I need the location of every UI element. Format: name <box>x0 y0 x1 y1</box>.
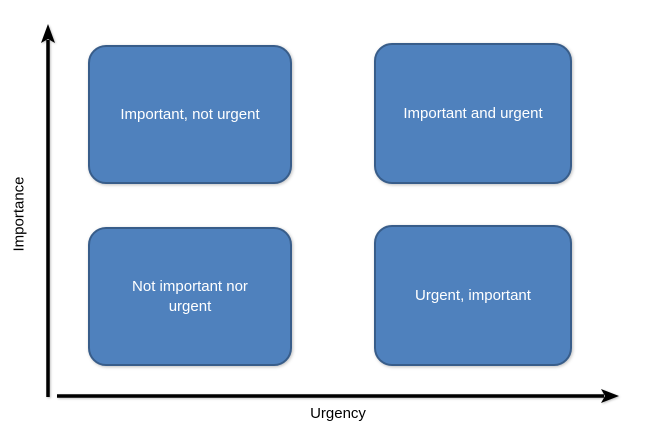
quadrant-label: Not important nor urgent <box>132 278 248 315</box>
quadrant-not-important-nor-urgent: Not important nor urgent <box>88 227 292 366</box>
x-axis-label: Urgency <box>310 405 366 422</box>
quadrant-important-and-urgent: Important and urgent <box>374 43 572 184</box>
quadrant-important-not-urgent: Important, not urgent <box>88 45 292 184</box>
x-axis-arrowhead-icon <box>601 389 619 403</box>
y-axis-arrowhead-icon <box>41 24 55 43</box>
y-axis-label: Importance <box>10 176 28 252</box>
y-axis <box>41 24 55 397</box>
quadrant-label: Important, not urgent <box>120 105 260 123</box>
quadrant-label: Important and urgent <box>403 104 543 122</box>
quadrant-label: Urgent, important <box>415 286 531 304</box>
x-axis <box>57 389 619 403</box>
quadrant-urgent-important: Urgent, important <box>374 225 572 366</box>
